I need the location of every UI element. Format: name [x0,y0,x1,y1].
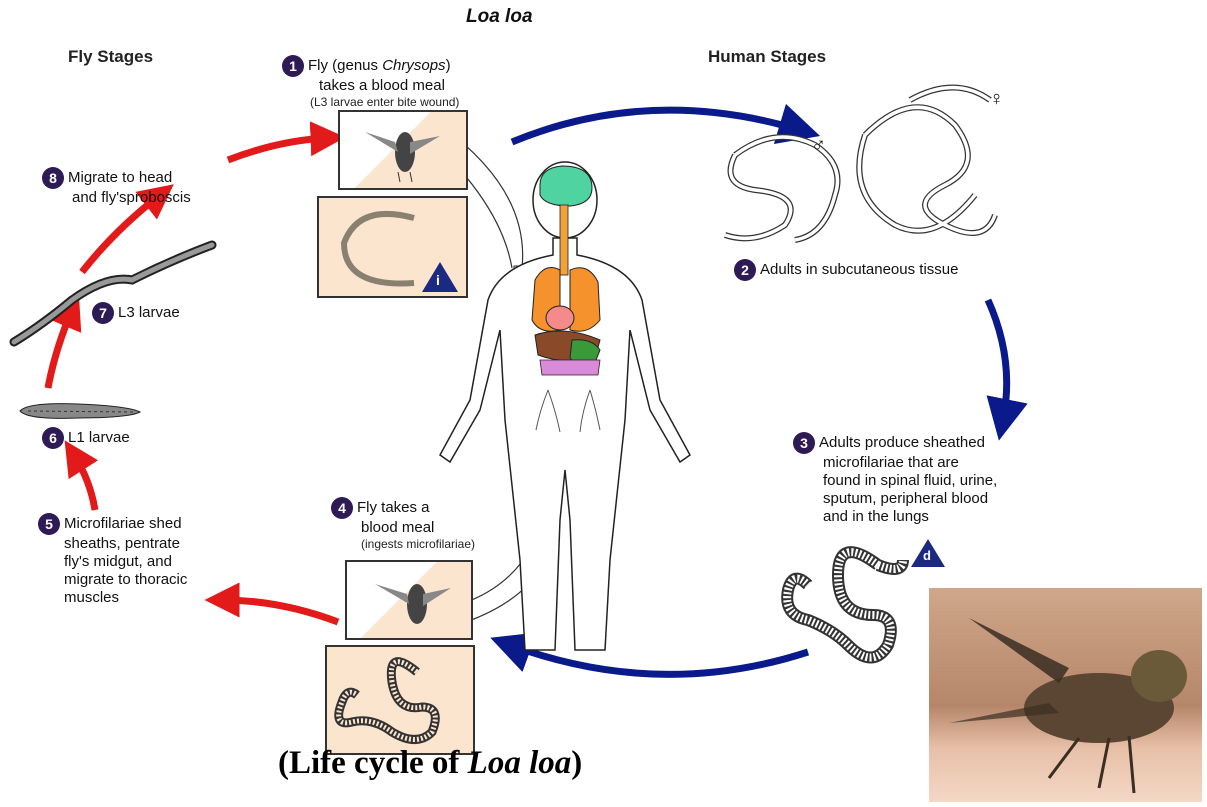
microfilaria-icon [327,647,473,753]
fly-icon [340,112,466,188]
fly-panel-4 [345,560,473,640]
figure-caption: (Life cycle of Loa loa) [278,745,582,782]
microfilaria-icon [778,535,938,675]
arrow-4-to-5 [222,600,338,622]
fly-panel-1 [338,110,468,190]
larva-panel-4 [325,645,475,755]
arrow-8-to-1 [228,138,328,160]
l1-larva-icon [18,400,143,422]
arrow-2-to-3 [988,300,1007,420]
female-symbol: ♀ [989,88,1004,111]
fly-icon [347,562,471,638]
step-badge-1: 1 [282,55,304,77]
arrow-5-to-6 [74,455,95,510]
male-symbol: ♂ [811,134,826,157]
l3-larva-icon [12,240,217,350]
worm-icon [715,95,1005,255]
marker-i [422,262,458,292]
fly-photo [929,588,1202,802]
